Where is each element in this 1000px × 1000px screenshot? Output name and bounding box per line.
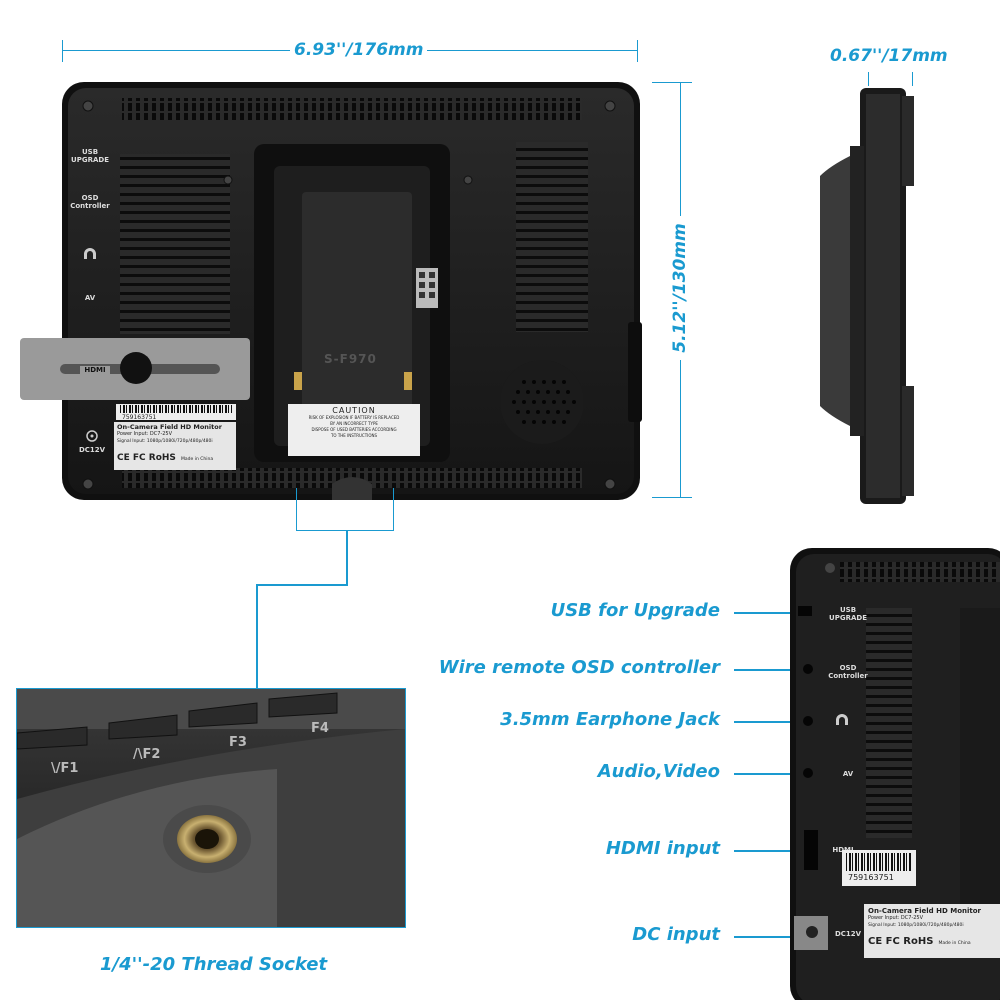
button-label-f2: /\F2 (133, 747, 161, 762)
caution-line-1: RISK OF EXPLOSION IF BATTERY IS REPLACED (308, 415, 400, 420)
depth-label: 0.67''/17mm (830, 46, 948, 66)
pointer-av (734, 773, 806, 775)
pointer-dc (734, 936, 806, 938)
barcode-bars (120, 405, 232, 413)
side-usb-upgrade-label: USB UPGRADE (829, 606, 867, 622)
signal-input-text: Signal Input: 1080p/1080i/720p/480p/480i (117, 439, 213, 444)
closeup-illustration (17, 689, 405, 927)
hdmi-label: HDMI (80, 366, 110, 374)
pointer-earphone (734, 721, 806, 723)
hdmi-cable-lock-bracket: HDMI (20, 338, 250, 400)
caution-title: CAUTION (332, 406, 376, 415)
side-profile-illustration (820, 88, 914, 504)
caution-line-4: TO THE INSTRUCTIONS (330, 433, 378, 438)
side-power-input-text: Power Input: DC7-25V (868, 915, 924, 921)
caution-line-2: BY AN INCORRECT TYPE (330, 421, 378, 426)
button-label-f3: F3 (229, 735, 247, 750)
side-made-in-text: Made in China (938, 941, 971, 946)
thread-socket-caption: 1/4''-20 Thread Socket (100, 954, 328, 975)
av-label: AV (84, 294, 96, 302)
dc12v-label: DC12V (78, 446, 106, 454)
thread-socket-closeup: \/F1 /\F2 F3 F4 (16, 688, 406, 928)
bracket-knob (120, 352, 152, 384)
monitor-side-profile (820, 86, 920, 506)
headphone-icon (82, 242, 98, 258)
side-dc12v-label: DC12V (834, 930, 862, 938)
product-label: On-Camera Field HD Monitor Power Input: … (114, 422, 236, 470)
monitor-back-view: USB UPGRADE OSD Controller AV DC12V HDMI… (20, 82, 642, 502)
side-osd-label: OSD Controller (828, 664, 868, 680)
side-signal-input-text: Signal Input: 1080p/1080i/720p/480p/480i (868, 923, 964, 928)
side-barcode-bars (846, 853, 912, 871)
power-input-text: Power Input: DC7-25V (117, 431, 173, 437)
connector-line-v2 (256, 584, 258, 688)
callout-dc: DC input (632, 924, 720, 945)
certification-marks: CE FC RoHS (117, 453, 176, 463)
socket-highlight-box (296, 488, 394, 531)
side-ports-view: USB UPGRADE OSD Controller AV HDMI DC12V… (790, 548, 1000, 1000)
button-label-f4: F4 (311, 721, 329, 736)
connector-line-h (256, 584, 348, 586)
connector-line-v1 (346, 530, 348, 584)
made-in-text: Made in China (181, 457, 214, 462)
caution-line-3: DISPOSE OF USED BATTERIES ACCORDING (311, 427, 397, 432)
button-label-f1: \/F1 (51, 761, 79, 776)
battery-plate-text: S-F970 (324, 352, 377, 366)
callout-earphone: 3.5mm Earphone Jack (500, 709, 720, 730)
caution-label: CAUTION RISK OF EXPLOSION IF BATTERY IS … (288, 404, 420, 456)
pointer-osd (734, 669, 806, 671)
side-av-label: AV (842, 770, 854, 778)
side-product-label: On-Camera Field HD Monitor Power Input: … (864, 904, 1000, 958)
serial-number: 759163751 (122, 414, 157, 421)
product-title: On-Camera Field HD Monitor (117, 423, 222, 431)
usb-upgrade-label: USB UPGRADE (71, 148, 109, 164)
depth-dimension: 0.67''/17mm (830, 44, 970, 86)
pointer-usb (734, 612, 806, 614)
serial-barcode: 759163751 (116, 404, 236, 421)
osd-controller-label: OSD Controller (70, 194, 110, 210)
width-dimension: 6.93''/176mm (62, 38, 638, 62)
side-certification-marks: CE FC RoHS (868, 936, 934, 947)
side-serial-barcode: 759163751 (842, 850, 916, 886)
side-ports-illustration (790, 548, 1000, 1000)
side-product-title: On-Camera Field HD Monitor (868, 907, 982, 915)
pointer-hdmi (734, 850, 806, 852)
callout-usb: USB for Upgrade (550, 600, 720, 621)
height-dimension: 5.12''/130mm (650, 82, 710, 498)
width-label: 6.93''/176mm (290, 40, 428, 60)
callout-av: Audio,Video (597, 761, 720, 782)
callout-hdmi: HDMI input (605, 838, 720, 859)
side-serial-number: 759163751 (848, 873, 894, 882)
height-label: 5.12''/130mm (670, 216, 690, 360)
callout-osd: Wire remote OSD controller (438, 657, 720, 678)
